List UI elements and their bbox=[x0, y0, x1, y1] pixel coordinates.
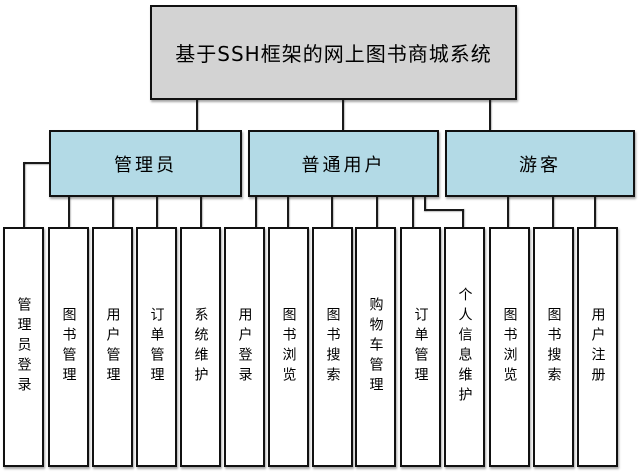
leaf-label-admin-login: 管理员登录 bbox=[15, 297, 32, 397]
leaf-node-order-management-user: 订单管理 bbox=[400, 227, 441, 467]
leaf-label-order-management-admin: 订单管理 bbox=[148, 307, 165, 387]
branch-node-admin: 管理员 bbox=[49, 130, 242, 197]
leaf-label-book-browse-guest: 图书浏览 bbox=[501, 307, 518, 387]
leaf-node-book-browse-guest: 图书浏览 bbox=[489, 227, 530, 467]
leaf-node-user-register: 用户注册 bbox=[577, 227, 618, 467]
leaf-node-cart-management: 购物车管理 bbox=[355, 227, 396, 467]
leaf-node-book-search-guest: 图书搜索 bbox=[533, 227, 574, 467]
leaf-label-user-management: 用户管理 bbox=[104, 307, 121, 387]
connector-admin-to-book-management bbox=[68, 197, 70, 227]
root-node-label: 基于SSH框架的网上图书商城系统 bbox=[175, 42, 492, 66]
leaf-label-user-login: 用户登录 bbox=[236, 307, 253, 387]
connector-root-to-regular-user bbox=[342, 100, 344, 130]
branch-node-admin-label: 管理员 bbox=[114, 154, 177, 176]
leaf-node-order-management-admin: 订单管理 bbox=[136, 227, 177, 467]
branch-node-guest: 游客 bbox=[445, 130, 635, 197]
connector-guest-to-book-search bbox=[552, 197, 554, 227]
connector-admin-to-admin-login-horizontal bbox=[23, 162, 49, 164]
branch-node-regular-user: 普通用户 bbox=[248, 130, 439, 197]
connector-user-to-personal-info-horizontal bbox=[424, 209, 464, 211]
leaf-label-system-maintenance: 系统维护 bbox=[192, 307, 209, 387]
connector-guest-to-book-browse bbox=[507, 197, 509, 227]
leaf-label-book-browse-user: 图书浏览 bbox=[280, 307, 297, 387]
connector-admin-to-order-management bbox=[156, 197, 158, 227]
branch-node-guest-label: 游客 bbox=[519, 154, 561, 176]
leaf-label-book-search-user: 图书搜索 bbox=[324, 307, 341, 387]
leaf-node-admin-login: 管理员登录 bbox=[3, 227, 44, 467]
connector-root-to-admin bbox=[196, 100, 198, 130]
leaf-node-system-maintenance: 系统维护 bbox=[180, 227, 221, 467]
connector-user-to-book-browse bbox=[287, 197, 289, 227]
branch-node-regular-user-label: 普通用户 bbox=[301, 154, 386, 176]
leaf-label-book-search-guest: 图书搜索 bbox=[545, 307, 562, 387]
connector-user-to-order-management bbox=[412, 197, 414, 227]
leaf-label-order-management-user: 订单管理 bbox=[412, 307, 429, 387]
leaf-label-personal-info-maintenance: 个人信息维护 bbox=[456, 287, 473, 407]
connector-guest-to-user-register bbox=[594, 197, 596, 227]
connector-user-to-personal-info-vertical-1 bbox=[424, 197, 426, 211]
leaf-node-book-management: 图书管理 bbox=[48, 227, 89, 467]
connector-admin-to-system-maintenance bbox=[200, 197, 202, 227]
connector-admin-to-admin-login-vertical bbox=[23, 162, 25, 227]
leaf-label-user-register: 用户注册 bbox=[589, 307, 606, 387]
connector-user-to-cart-management bbox=[376, 197, 378, 227]
leaf-label-book-management: 图书管理 bbox=[60, 307, 77, 387]
root-node-system-title: 基于SSH框架的网上图书商城系统 bbox=[150, 5, 517, 100]
leaf-node-book-browse-user: 图书浏览 bbox=[268, 227, 309, 467]
connector-user-to-personal-info-vertical-2 bbox=[462, 209, 464, 227]
connector-user-to-user-login bbox=[255, 197, 257, 227]
leaf-node-user-management: 用户管理 bbox=[92, 227, 133, 467]
connector-root-to-guest bbox=[489, 100, 491, 130]
leaf-node-book-search-user: 图书搜索 bbox=[312, 227, 353, 467]
leaf-node-personal-info-maintenance: 个人信息维护 bbox=[444, 227, 485, 467]
leaf-label-cart-management: 购物车管理 bbox=[367, 297, 384, 397]
leaf-node-user-login: 用户登录 bbox=[224, 227, 265, 467]
connector-user-to-book-search bbox=[331, 197, 333, 227]
connector-admin-to-user-management bbox=[112, 197, 114, 227]
